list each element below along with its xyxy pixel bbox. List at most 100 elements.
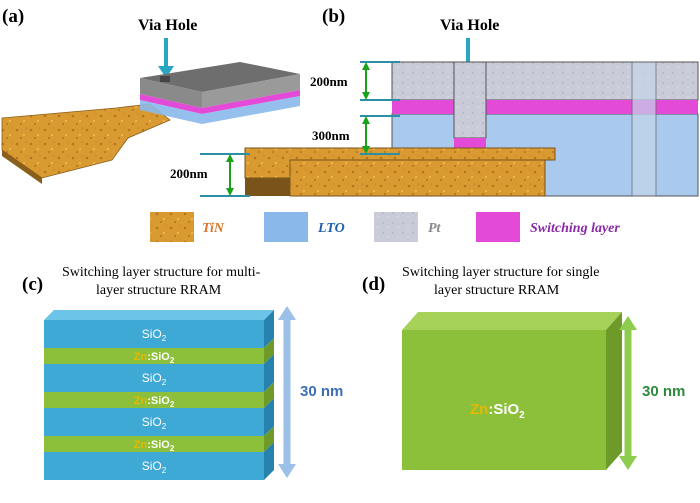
panel-c-layer-front <box>44 408 264 436</box>
panel-a-tin-strip <box>1 103 171 179</box>
legend-label-pt: Pt <box>428 221 442 236</box>
legend-label-tin: TiN <box>202 221 225 236</box>
panel-a-via-hole-label: Via Hole <box>138 17 197 34</box>
panel-b-tin-left <box>245 178 290 196</box>
panel-c-layer-sub: 2 <box>162 466 167 475</box>
panel-c-layer: SiO2 <box>44 354 274 392</box>
panel-c-title-line2: layer structure RRAM <box>96 283 222 298</box>
panel-c-layer-dopant: Zn <box>134 439 148 451</box>
panel-c-layer-side <box>264 354 274 392</box>
panel-b-via-hole-label: Via Hole <box>440 17 499 34</box>
panel-d-block-front <box>402 330 606 470</box>
panel-c-layer-label: Zn:SiO2 <box>134 351 175 365</box>
legend: TiN LTO Pt Switching layer <box>150 212 620 242</box>
legend-swatch-switching <box>476 212 520 242</box>
panel-c-thickness-arrow-bottom <box>278 464 296 478</box>
legend-label-lto: LTO <box>317 221 345 236</box>
panel-a-via <box>160 76 170 82</box>
panel-c-layer-front <box>44 348 264 364</box>
panel-c-label: (c) <box>22 274 43 295</box>
panel-c-layer-sub: 2 <box>170 356 175 365</box>
panel-b: (b) Via Hole 200n <box>170 6 699 197</box>
panel-c-layer-front <box>44 392 264 408</box>
panel-c-layer-host: SiO <box>142 327 162 341</box>
panel-b-via-pt <box>453 61 487 139</box>
panel-d-sub: 2 <box>519 410 525 421</box>
panel-c-layer-side <box>264 338 274 364</box>
panel-c-layer: Zn:SiO2 <box>44 382 274 409</box>
panel-b-dim-label-top: 200nm <box>310 74 348 89</box>
panel-d-thickness-arrow-bottom <box>619 456 637 470</box>
panel-c-layer-sub: 2 <box>170 400 175 409</box>
panel-c-layer-side <box>264 382 274 408</box>
panel-c-layer-label: SiO2 <box>142 459 167 475</box>
panel-c: (c) Switching layer structure for multi-… <box>22 265 343 480</box>
panel-c-layer: SiO2 <box>44 310 274 348</box>
panel-c-layer: Zn:SiO2 <box>44 338 274 365</box>
legend-swatch-tin <box>150 212 194 242</box>
panel-c-layer-host: :SiO <box>147 351 170 363</box>
panel-a-tin-edge <box>2 150 42 184</box>
panel-a-stack-front <box>140 78 202 108</box>
panel-c-layer-host: SiO <box>142 371 162 385</box>
panel-c-layer: Zn:SiO2 <box>44 426 274 453</box>
panel-a-stack-top <box>140 62 300 92</box>
panel-d-host: :SiO <box>488 401 519 418</box>
panel-d-thickness-label: 30 nm <box>642 383 685 400</box>
panel-a-lto <box>140 96 300 124</box>
panel-c-layer-dopant: Zn <box>134 351 148 363</box>
panel-c-layer-top <box>44 310 274 320</box>
panel-c-layer-side <box>264 442 274 480</box>
panel-d-title-line1: Switching layer structure for single <box>402 265 600 280</box>
panel-c-layer-sub: 2 <box>162 378 167 387</box>
panel-d-layer-label: Zn:SiO2 <box>470 401 525 421</box>
panel-d-label: (d) <box>362 274 385 295</box>
panel-b-label: (b) <box>322 6 345 27</box>
panel-d-block-side <box>606 312 622 470</box>
panel-d-title-line2: layer structure RRAM <box>434 283 560 298</box>
panel-c-layer-label: Zn:SiO2 <box>134 439 175 453</box>
panel-a-via-arrowhead <box>158 66 174 78</box>
panel-d-block-top <box>402 312 622 330</box>
panel-b-wall <box>631 61 657 197</box>
panel-a-label: (a) <box>2 6 24 27</box>
panel-c-layer-host: SiO <box>142 459 162 473</box>
panel-a-switching <box>140 90 300 114</box>
panel-c-layer-side <box>264 398 274 436</box>
panel-b-dim-arrows <box>226 62 370 196</box>
legend-swatch-lto <box>264 212 308 242</box>
panel-c-thickness-arrow-top <box>278 306 296 320</box>
panel-c-layer-front <box>44 364 264 392</box>
panel-b-dim-label-bottom: 200nm <box>170 166 208 181</box>
panel-d-dopant: Zn <box>470 401 488 418</box>
panel-d-thickness-arrow-top <box>619 316 637 330</box>
panel-c-thickness-label: 30 nm <box>300 383 343 400</box>
panel-c-layer-front <box>44 436 264 452</box>
panel-c-layer-sub: 2 <box>162 422 167 431</box>
legend-label-switching: Switching layer <box>530 221 620 236</box>
panel-c-layer-front <box>44 452 264 480</box>
panel-c-layer-side <box>264 426 274 452</box>
panel-c-layer: SiO2 <box>44 398 274 436</box>
panel-a-stack-side <box>202 74 300 108</box>
panel-c-layer-host: :SiO <box>147 395 170 407</box>
panel-c-layer: SiO2 <box>44 442 274 480</box>
panel-b-tin-body <box>289 159 546 197</box>
panel-c-layer-label: Zn:SiO2 <box>134 395 175 409</box>
panel-c-layer-host: SiO <box>142 415 162 429</box>
panel-d: (d) Switching layer structure for single… <box>362 265 685 470</box>
panel-c-layer-dopant: Zn <box>134 395 148 407</box>
panel-a: (a) Via Hole <box>1 6 300 184</box>
panel-c-layer-label: SiO2 <box>142 327 167 343</box>
panel-c-layer-label: SiO2 <box>142 371 167 387</box>
panel-c-layer-side <box>264 310 274 348</box>
panel-c-title-line1: Switching layer structure for multi- <box>62 265 261 280</box>
panel-b-dim-label-mid: 300nm <box>312 128 350 143</box>
panel-c-layer-front <box>44 320 264 348</box>
panel-c-layer-host: :SiO <box>147 439 170 451</box>
legend-swatch-pt <box>374 212 418 242</box>
panel-c-layer-sub: 2 <box>162 334 167 343</box>
panel-c-layer-label: SiO2 <box>142 415 167 431</box>
